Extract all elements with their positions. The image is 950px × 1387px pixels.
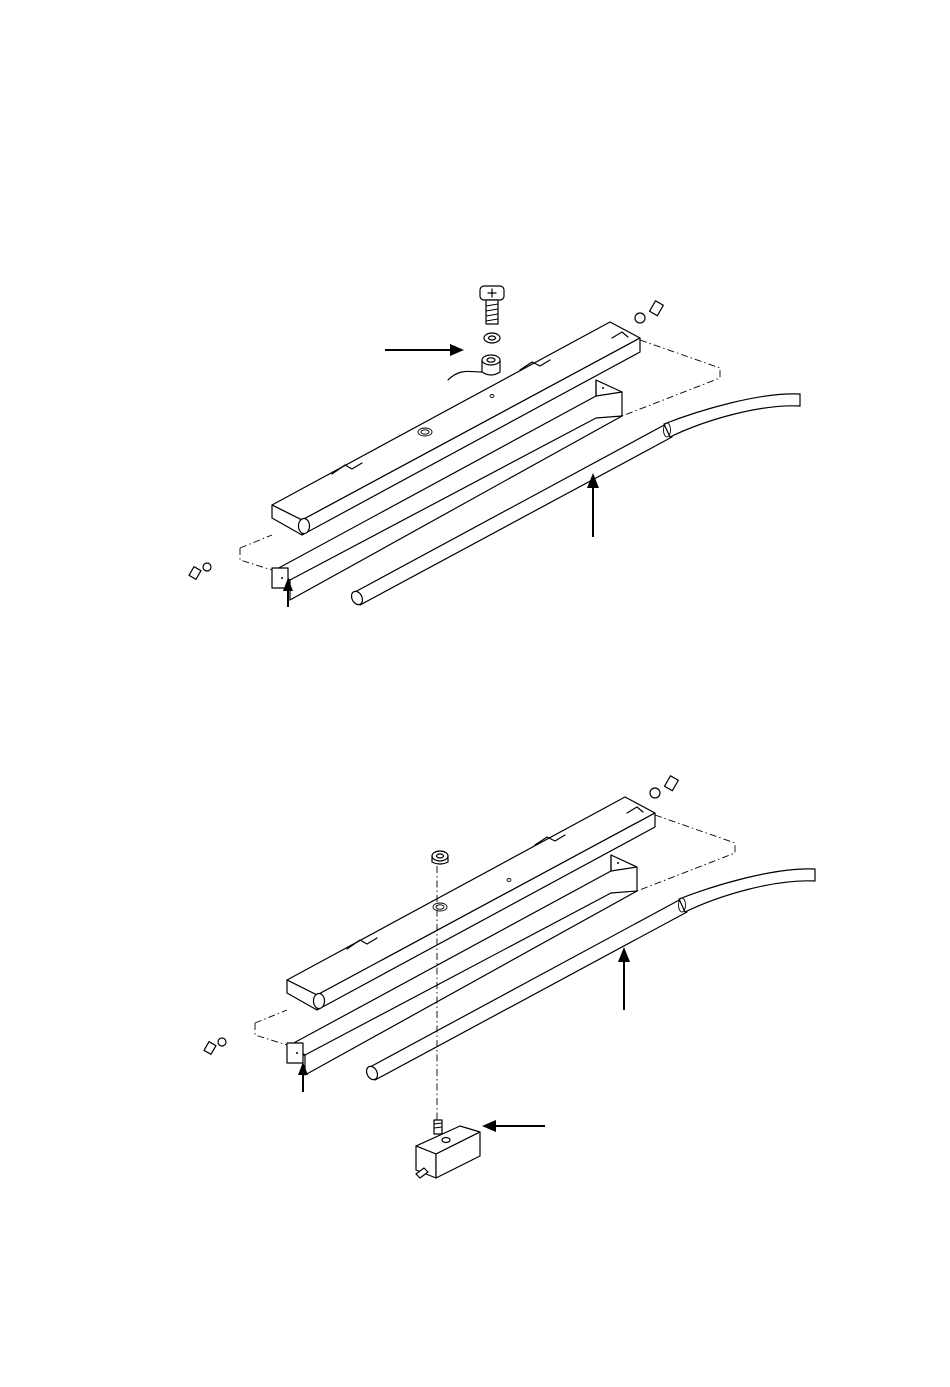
arrow-pointer-spacer [385,344,464,356]
nut [432,851,448,864]
spacer-nut [448,355,500,380]
terminal-block [416,1120,480,1178]
lower-figure [204,776,815,1178]
arrow-pointer-terminal-block [482,1120,545,1132]
arrow-pointer-cable-lower [618,947,630,1010]
screw [480,286,504,324]
upper-figure [189,286,800,607]
arrow-pointer-cable [587,473,599,537]
arrow-pointer-bracket-lower [298,1062,308,1092]
